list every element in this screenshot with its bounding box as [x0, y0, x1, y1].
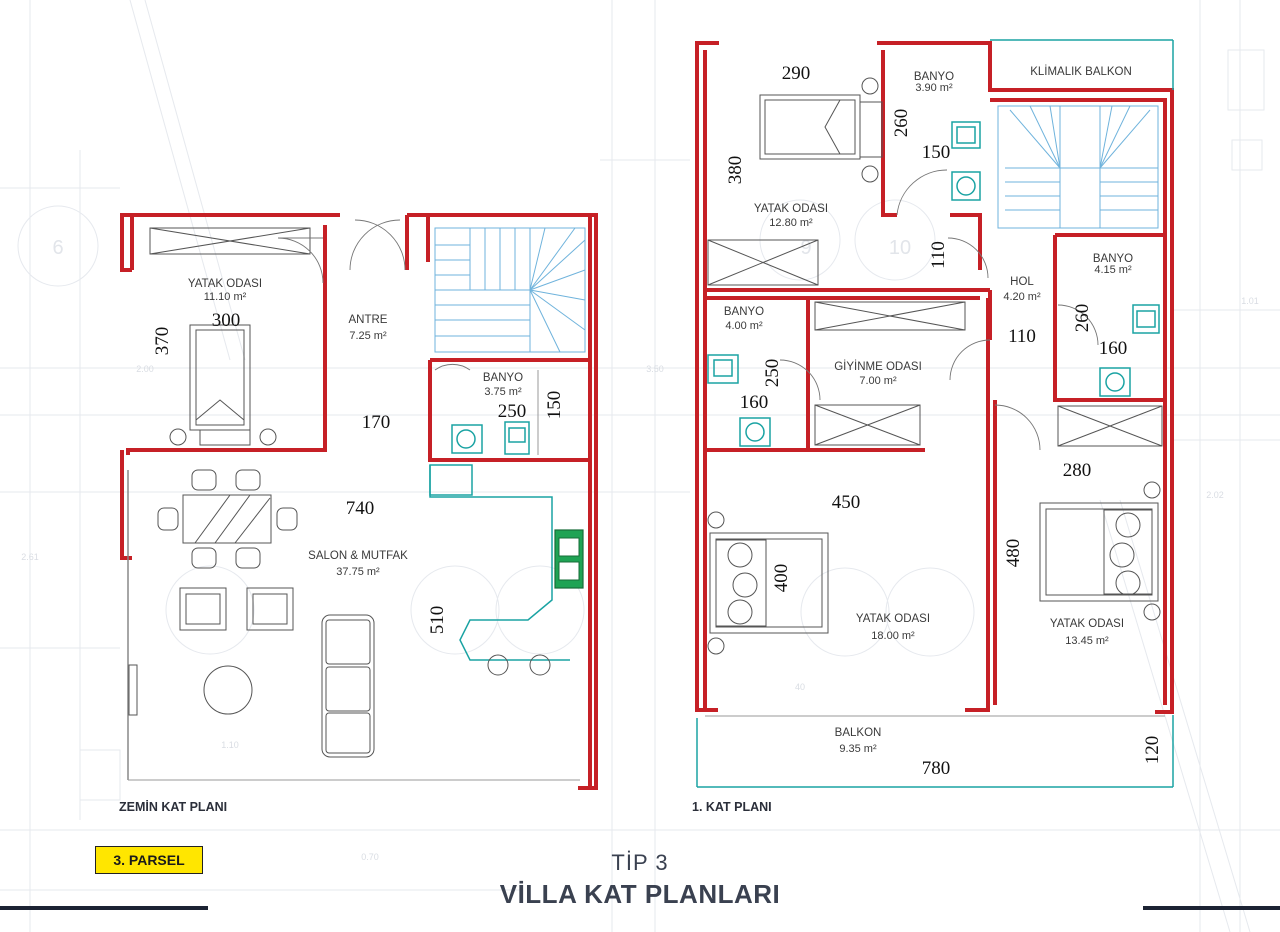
entrance-door-right: [354, 219, 406, 271]
room-area-yatak-odasi: 11.10 m²: [204, 291, 247, 303]
dim-370: 370: [152, 327, 173, 356]
room-area-banyo-3: 4.00 m²: [725, 320, 763, 332]
room-name-hol: HOL: [1010, 276, 1034, 288]
room-area-salon: 37.75 m²: [336, 566, 380, 578]
first-bathroom-fixtures: [707, 121, 1160, 451]
dim-160a: 160: [1099, 338, 1128, 359]
dim-260b: 260: [1072, 304, 1093, 333]
footer-bar-left: [0, 906, 208, 910]
ground-floor-walls: [120, 213, 598, 790]
svg-text:1.01: 1.01: [1241, 296, 1259, 306]
living-furniture: [128, 587, 375, 758]
room-area-giyinme-odasi: 7.00 m²: [859, 375, 897, 387]
plan-title: VİLLA KAT PLANLARI: [499, 879, 781, 909]
dim-400: 400: [771, 564, 792, 593]
dim-740: 740: [346, 498, 375, 519]
room-name-banyo-1: BANYO: [914, 71, 954, 83]
svg-text:3.50: 3.50: [646, 364, 664, 374]
first-floor-walls: [695, 39, 1174, 788]
room-name-giyinme-odasi: GİYİNME ODASI: [834, 360, 922, 373]
dim-110a: 110: [928, 241, 949, 269]
room-area-antre: 7.25 m²: [349, 330, 387, 342]
room-area-yatak-odasi-2: 18.00 m²: [871, 630, 915, 642]
dim-250b: 250: [762, 359, 783, 388]
svg-text:6: 6: [52, 237, 63, 259]
plan-subtitle: TİP 3: [611, 850, 669, 875]
dim-510: 510: [427, 606, 448, 635]
svg-text:1.10: 1.10: [221, 740, 239, 750]
svg-text:2.61: 2.61: [21, 552, 39, 562]
room-name-yatak-odasi-1: YATAK ODASI: [754, 203, 828, 215]
room-name-klimalik-balkon: KLİMALIK BALKON: [1030, 65, 1132, 78]
svg-text:2.00: 2.00: [136, 364, 154, 374]
svg-text:10: 10: [889, 237, 911, 259]
footer-bar-right: [1143, 906, 1280, 910]
room-name-banyo-2: BANYO: [1093, 253, 1133, 265]
svg-text:9: 9: [800, 237, 811, 259]
dim-250: 250: [498, 401, 527, 422]
dim-170: 170: [362, 412, 391, 433]
room-area-balkon: 9.35 m²: [839, 743, 877, 755]
room-name-yatak-odasi-3: YATAK ODASI: [1050, 618, 1124, 630]
dim-260a: 260: [891, 109, 912, 138]
first-bed-top: [707, 77, 883, 286]
ground-bathroom-fixtures: [434, 363, 530, 455]
svg-text:2.02: 2.02: [1206, 490, 1224, 500]
ground-staircase: [434, 227, 586, 353]
dim-780: 780: [922, 758, 951, 779]
ground-floor-plan: YATAK ODASI 11.10 m² ANTRE 7.25 m² BANYO…: [120, 213, 598, 790]
room-area-hol: 4.20 m²: [1003, 291, 1041, 303]
room-area-banyo: 3.75 m²: [484, 386, 522, 398]
room-area-yatak-odasi-1: 12.80 m²: [769, 217, 813, 229]
dim-150b: 150: [922, 142, 951, 163]
first-bed-right: [1039, 481, 1161, 621]
dim-150: 150: [544, 391, 565, 420]
room-name-antre: ANTRE: [349, 314, 388, 326]
dim-480: 480: [1003, 539, 1024, 568]
dining-table: [157, 469, 298, 569]
dim-380: 380: [725, 156, 746, 185]
room-name-yatak-odasi: YATAK ODASI: [188, 278, 262, 290]
svg-text:40: 40: [795, 682, 805, 692]
dim-160b: 160: [740, 392, 769, 413]
dim-280: 280: [1063, 460, 1092, 481]
room-area-banyo-2: 4.15 m²: [1094, 264, 1132, 276]
ground-bed: [149, 227, 324, 446]
room-name-banyo-3: BANYO: [724, 306, 764, 318]
room-area-banyo-1: 3.90 m²: [915, 82, 953, 94]
first-floor-plan: YATAK ODASI 12.80 m² BANYO 3.90 m² KLİMA…: [695, 39, 1174, 788]
room-name-balkon: BALKON: [835, 727, 882, 739]
dim-120: 120: [1142, 736, 1163, 765]
room-area-yatak-odasi-3: 13.45 m²: [1065, 635, 1109, 647]
giyinme-wardrobes: [814, 301, 1163, 447]
room-name-yatak-odasi-2: YATAK ODASI: [856, 613, 930, 625]
svg-text:0.70: 0.70: [361, 852, 379, 862]
first-bed-large: [707, 511, 829, 655]
parcel-badge: 3. PARSEL: [95, 846, 203, 874]
dim-450: 450: [832, 492, 861, 513]
kitchen-counter: [429, 464, 584, 676]
first-floor-label: 1. KAT PLANI: [692, 800, 772, 814]
dim-300: 300: [212, 310, 241, 331]
room-name-salon: SALON & MUTFAK: [308, 550, 408, 562]
room-name-banyo: BANYO: [483, 372, 523, 384]
ground-floor-label: ZEMİN KAT PLANI: [119, 800, 228, 814]
dim-290: 290: [782, 63, 811, 84]
entrance-door-left: [349, 219, 401, 271]
dim-110b: 110: [1008, 326, 1036, 347]
first-staircase: [997, 105, 1159, 229]
